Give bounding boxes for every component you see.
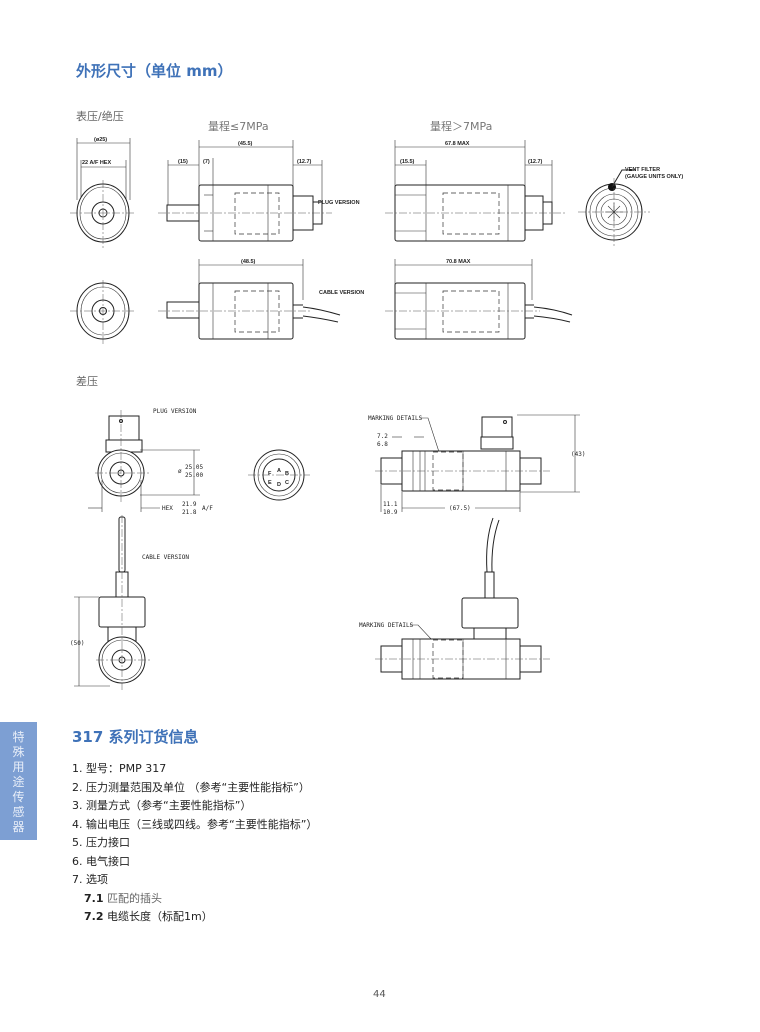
dim-hex-max: 21.9 xyxy=(182,501,197,508)
marking-details-label: MARKING DETAILS xyxy=(368,415,423,422)
pin-f: F xyxy=(268,471,272,477)
dim-70-8-max: 70.8 MAX xyxy=(446,259,471,265)
gauge-front-view-cable xyxy=(70,280,136,345)
vent-filter-label: VENT FILTER xyxy=(625,167,660,173)
dim-7: (7) xyxy=(203,159,210,165)
gauge-connector-end-view: VENT FILTER (GAUGE UNITS ONLY) xyxy=(578,167,683,248)
side-tab-char: 特 xyxy=(12,730,25,744)
dim-dia-symbol: ø xyxy=(178,468,182,475)
gauge-side-high-plug: 67.8 MAX (15.5) (12.7) xyxy=(385,140,565,242)
dim-dia-max: 25.05 xyxy=(185,464,203,471)
side-tab-char: 殊 xyxy=(12,745,25,759)
diff-front-view-cable: (50) xyxy=(70,515,150,690)
diff-side-view-cable: MARKING DETAILS xyxy=(359,517,550,680)
list-item: 5. 压力接口 xyxy=(72,836,130,849)
diff-front-view-plug: ø 25.05 25.00 HEX 21.9 21.8 A/F xyxy=(88,410,213,516)
range-low-label: 量程≤7MPa xyxy=(208,120,269,133)
side-tab-char: 感 xyxy=(12,805,25,819)
diff-side-view-plug: MARKING DETAILS 7.2 6.8 (43) 11.1 10.9 (… xyxy=(368,414,585,516)
list-item: 6. 电气接口 xyxy=(72,854,130,868)
pin-d: D xyxy=(277,482,281,488)
vent-filter-note: (GAUGE UNITS ONLY) xyxy=(625,174,683,180)
pin-a: A xyxy=(277,468,281,474)
gauge-side-low-plug: (45.5) (15) (7) (12.7) PLUG VERSION xyxy=(158,140,360,242)
marking-details-label-2: MARKING DETAILS xyxy=(359,622,414,629)
dim-hex-label: HEX xyxy=(162,505,173,512)
dim-12-7: (12.7) xyxy=(297,159,312,165)
page-number: 44 xyxy=(373,989,386,1000)
diff-plug-version-label: PLUG VERSION xyxy=(153,408,197,415)
side-tab-char: 途 xyxy=(12,775,25,789)
list-item: 1. 型号：PMP 317 xyxy=(72,762,167,775)
dim-50: (50) xyxy=(70,640,84,647)
dim-dia: (ø25) xyxy=(94,137,107,143)
subitem-number: 7.1 xyxy=(84,891,104,905)
pin-c: C xyxy=(285,480,289,486)
dim-15: (15) xyxy=(178,159,188,165)
cable-version-label: CABLE VERSION xyxy=(319,290,364,296)
dim-48-5: (48.5) xyxy=(241,259,256,265)
gauge-side-high-cable: 70.8 MAX xyxy=(385,259,573,340)
list-subitem: 7.1 匹配的插头 xyxy=(72,890,317,909)
subitem-number: 7.2 xyxy=(84,910,104,923)
list-item: 3. 测量方式（参考“主要性能指标”） xyxy=(72,799,252,812)
dim-hex-min: 21.8 xyxy=(182,509,197,516)
subitem-text: 电缆长度（标配1m） xyxy=(107,910,213,923)
side-tab-char: 用 xyxy=(12,760,25,774)
subitem-text: 匹配的插头 xyxy=(107,891,162,905)
list-item: 7. 选项 xyxy=(72,873,108,886)
plug-version-label: PLUG VERSION xyxy=(318,200,360,206)
side-category-tab[interactable]: 特 殊 用 途 传 感 器 xyxy=(0,722,37,840)
dim-67-5: (67.5) xyxy=(449,505,471,512)
side-tab-char: 器 xyxy=(12,820,25,834)
order-info-title: 317 系列订货信息 xyxy=(72,728,199,746)
list-item: 4. 输出电压（三线或四线。参考“主要性能指标”） xyxy=(72,817,318,831)
diff-connector-end-view: F A B E D C xyxy=(248,449,310,501)
diff-cable-version-label: CABLE VERSION xyxy=(142,554,189,561)
dim-7-2: 7.2 xyxy=(377,433,388,440)
range-high-label: 量程＞7MPa xyxy=(430,120,492,133)
dim-12-7-b: (12.7) xyxy=(528,159,543,165)
list-subitem: 7.2 电缆长度（标配1m） xyxy=(72,908,317,927)
dimension-drawings: 量程≤7MPa 量程＞7MPa (ø25) 22 A/F HEX (45.5) … xyxy=(70,120,683,690)
gauge-front-view-plug: (ø25) 22 A/F HEX xyxy=(70,137,136,248)
side-tab-char: 传 xyxy=(12,790,25,804)
pin-b: B xyxy=(285,471,289,477)
pin-e: E xyxy=(268,480,272,486)
order-info-list: 1. 型号：PMP 317 2. 压力测量范围及单位 （参考“主要性能指标”） … xyxy=(72,760,317,927)
dim-45-5: (45.5) xyxy=(238,141,253,147)
dim-10-9: 10.9 xyxy=(383,509,398,516)
dim-67-8-max: 67.8 MAX xyxy=(445,141,470,147)
dim-11-1: 11.1 xyxy=(383,501,398,508)
list-item: 2. 压力测量范围及单位 （参考“主要性能指标”） xyxy=(72,780,310,794)
section-title: 外形尺寸（单位 mm） xyxy=(76,62,233,80)
dim-15-5: (15.5) xyxy=(400,159,415,165)
diff-label: 差压 xyxy=(76,375,98,388)
dim-hex: 22 A/F HEX xyxy=(82,160,111,166)
dim-af: A/F xyxy=(202,505,213,512)
gauge-side-low-cable: (48.5) CABLE VERSION xyxy=(158,259,364,340)
dim-43: (43) xyxy=(571,451,585,458)
dim-6-8: 6.8 xyxy=(377,441,388,448)
gauge-label: 表压/绝压 xyxy=(76,110,124,123)
dim-dia-min: 25.00 xyxy=(185,472,203,479)
